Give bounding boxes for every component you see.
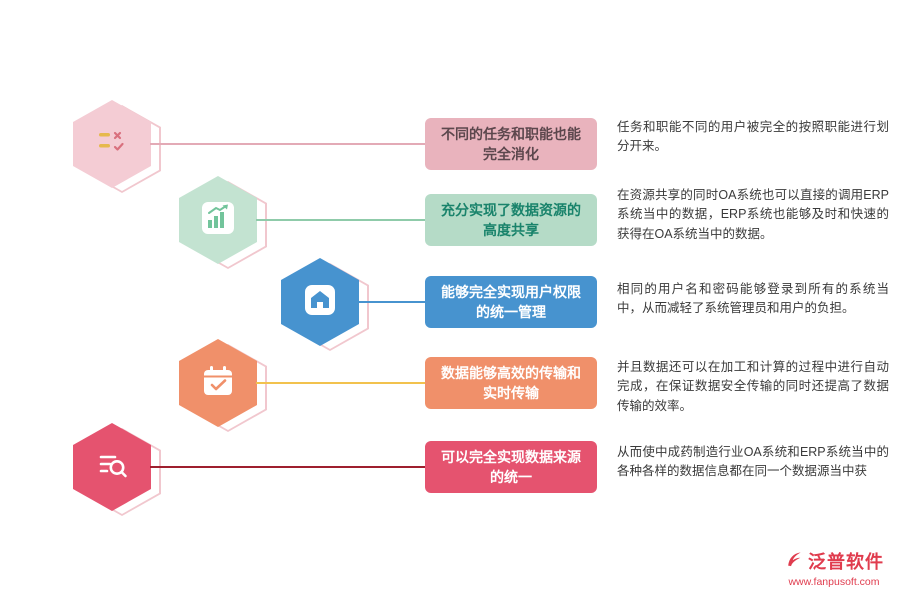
step-hexagon-1 xyxy=(73,100,151,188)
step-label-text-5: 可以完全实现数据来源的统一 xyxy=(441,448,581,485)
search-list-icon xyxy=(93,446,131,489)
step-description-4: 并且数据还可以在加工和计算的过程中进行自动完成，在保证数据安全传输的同时还提高了… xyxy=(617,360,889,413)
step-description-1: 任务和职能不同的用户被完全的按照职能进行划分开来。 xyxy=(617,120,889,154)
step-description-3: 相同的用户名和密码能够登录到所有的系统当中，从而减轻了系统管理员和用户的负担。 xyxy=(617,282,889,316)
connector-line-5 xyxy=(150,466,425,468)
step-label-text-2: 充分实现了数据资源的高度共享 xyxy=(441,201,581,238)
step-description-2: 在资源共享的同时OA系统也可以直接的调用ERP系统当中的数据，ERP系统也能够及… xyxy=(617,188,889,241)
step-label-text-1: 不同的任务和职能也能完全消化 xyxy=(441,125,581,162)
connector-line-3 xyxy=(358,301,425,303)
brand-name: 泛普软件 xyxy=(808,552,884,572)
step-description-5: 从而使中成药制造行业OA系统和ERP系统当中的各种各样的数据信息都在同一个数据源… xyxy=(617,445,889,479)
step-label-text-3: 能够完全实现用户权限的统一管理 xyxy=(441,283,581,320)
step-hexagon-4 xyxy=(179,339,257,427)
connector-line-4 xyxy=(256,382,425,384)
step-hexagon-3 xyxy=(281,258,359,346)
calendar-check-icon xyxy=(199,362,237,405)
step-hexagon-5 xyxy=(73,423,151,511)
connector-line-1 xyxy=(150,143,425,145)
checklist-icon xyxy=(94,124,130,165)
step-label-2: 充分实现了数据资源的高度共享 xyxy=(425,194,597,246)
brand-logo: 泛普软件 www.fanpusoft.com xyxy=(784,548,884,588)
step-hexagon-2 xyxy=(179,176,257,264)
connector-line-2 xyxy=(256,219,425,221)
brand-mark-icon xyxy=(784,549,804,574)
step-label-4: 数据能够高效的传输和实时传输 xyxy=(425,357,597,409)
step-label-1: 不同的任务和职能也能完全消化 xyxy=(425,118,597,170)
step-label-text-4: 数据能够高效的传输和实时传输 xyxy=(441,364,581,401)
brand-website-link[interactable]: www.fanpusoft.com xyxy=(788,576,880,588)
step-label-5: 可以完全实现数据来源的统一 xyxy=(425,441,597,493)
bar-chart-icon xyxy=(199,199,237,242)
building-icon xyxy=(301,281,339,324)
step-label-3: 能够完全实现用户权限的统一管理 xyxy=(425,276,597,328)
